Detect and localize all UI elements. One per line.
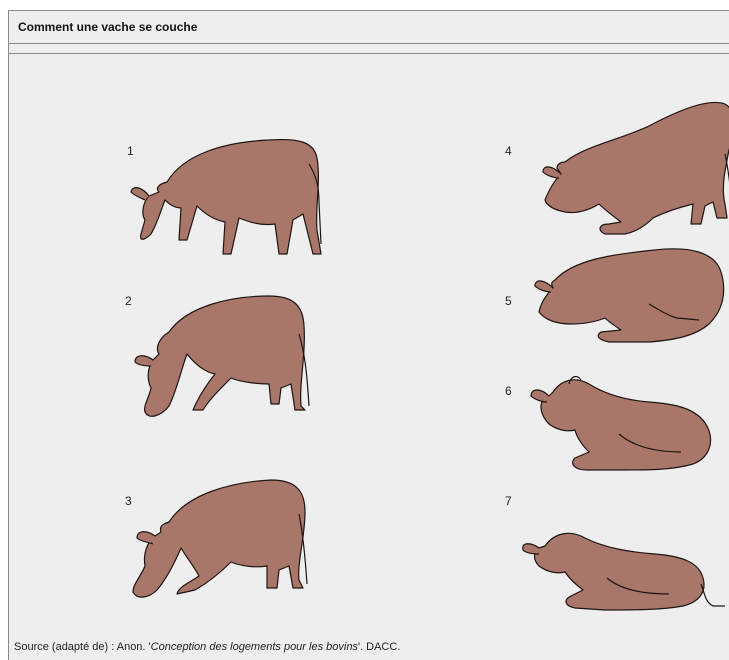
cow-step-4 xyxy=(543,102,729,234)
figure-frame: Comment une vache se couche xyxy=(8,10,729,660)
step-number-6: 6 xyxy=(505,384,512,398)
source-title: Conception des logements pour les bovins xyxy=(151,641,358,653)
cow-step-3 xyxy=(133,480,307,597)
figure-title-bar: Comment une vache se couche xyxy=(9,11,729,44)
step-number-2: 2 xyxy=(125,294,132,308)
step-number-4: 4 xyxy=(505,144,512,158)
step-number-7: 7 xyxy=(505,494,512,508)
source-caption: Source (adapté de) : Anon. 'Conception d… xyxy=(14,641,400,653)
cow-step-2 xyxy=(135,296,309,416)
step-number-3: 3 xyxy=(125,494,132,508)
source-caption-bar: Source (adapté de) : Anon. 'Conception d… xyxy=(9,631,729,660)
cow-step-6 xyxy=(531,377,711,470)
figure-title: Comment une vache se couche xyxy=(18,20,197,34)
cow-step-1 xyxy=(131,140,321,254)
step-number-5: 5 xyxy=(505,294,512,308)
cow-lying-down-illustration xyxy=(9,54,729,631)
step-number-1: 1 xyxy=(127,144,134,158)
source-suffix: '. DACC. xyxy=(358,641,400,653)
illustration-panel: 1 2 3 4 5 6 7 xyxy=(9,53,729,632)
cow-step-7 xyxy=(523,533,725,610)
source-prefix: Source (adapté de) : Anon. ' xyxy=(14,641,151,653)
cow-step-5 xyxy=(535,249,724,342)
